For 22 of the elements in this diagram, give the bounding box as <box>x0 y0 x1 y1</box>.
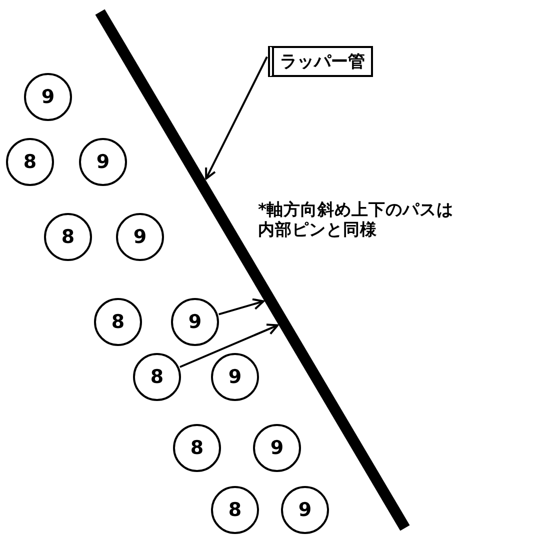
pin-circle <box>24 73 72 121</box>
pin-number: 9 <box>133 226 147 248</box>
pin-number: 8 <box>111 311 125 333</box>
pin-number: 8 <box>23 151 37 173</box>
pin-number: 9 <box>228 366 242 388</box>
pin-number: 9 <box>298 499 312 521</box>
pin-circle <box>44 213 92 261</box>
pin-number: 8 <box>61 226 75 248</box>
pin-number: 9 <box>96 151 110 173</box>
pin-number: 8 <box>228 499 242 521</box>
pin-circle <box>79 138 127 186</box>
pin-number: 8 <box>190 437 204 459</box>
arrow <box>218 298 264 316</box>
note-text: *軸方向斜め上下のパスは内部ピンと同様 <box>258 200 455 240</box>
pin-circle <box>6 138 54 186</box>
arrow <box>180 324 279 368</box>
arrow <box>205 56 268 180</box>
pin-number: 8 <box>150 366 164 388</box>
label-text: ラッパー管 <box>280 51 365 73</box>
pin-number: 9 <box>270 437 284 459</box>
pin-number: 9 <box>41 86 55 108</box>
pin-number: 9 <box>188 311 202 333</box>
